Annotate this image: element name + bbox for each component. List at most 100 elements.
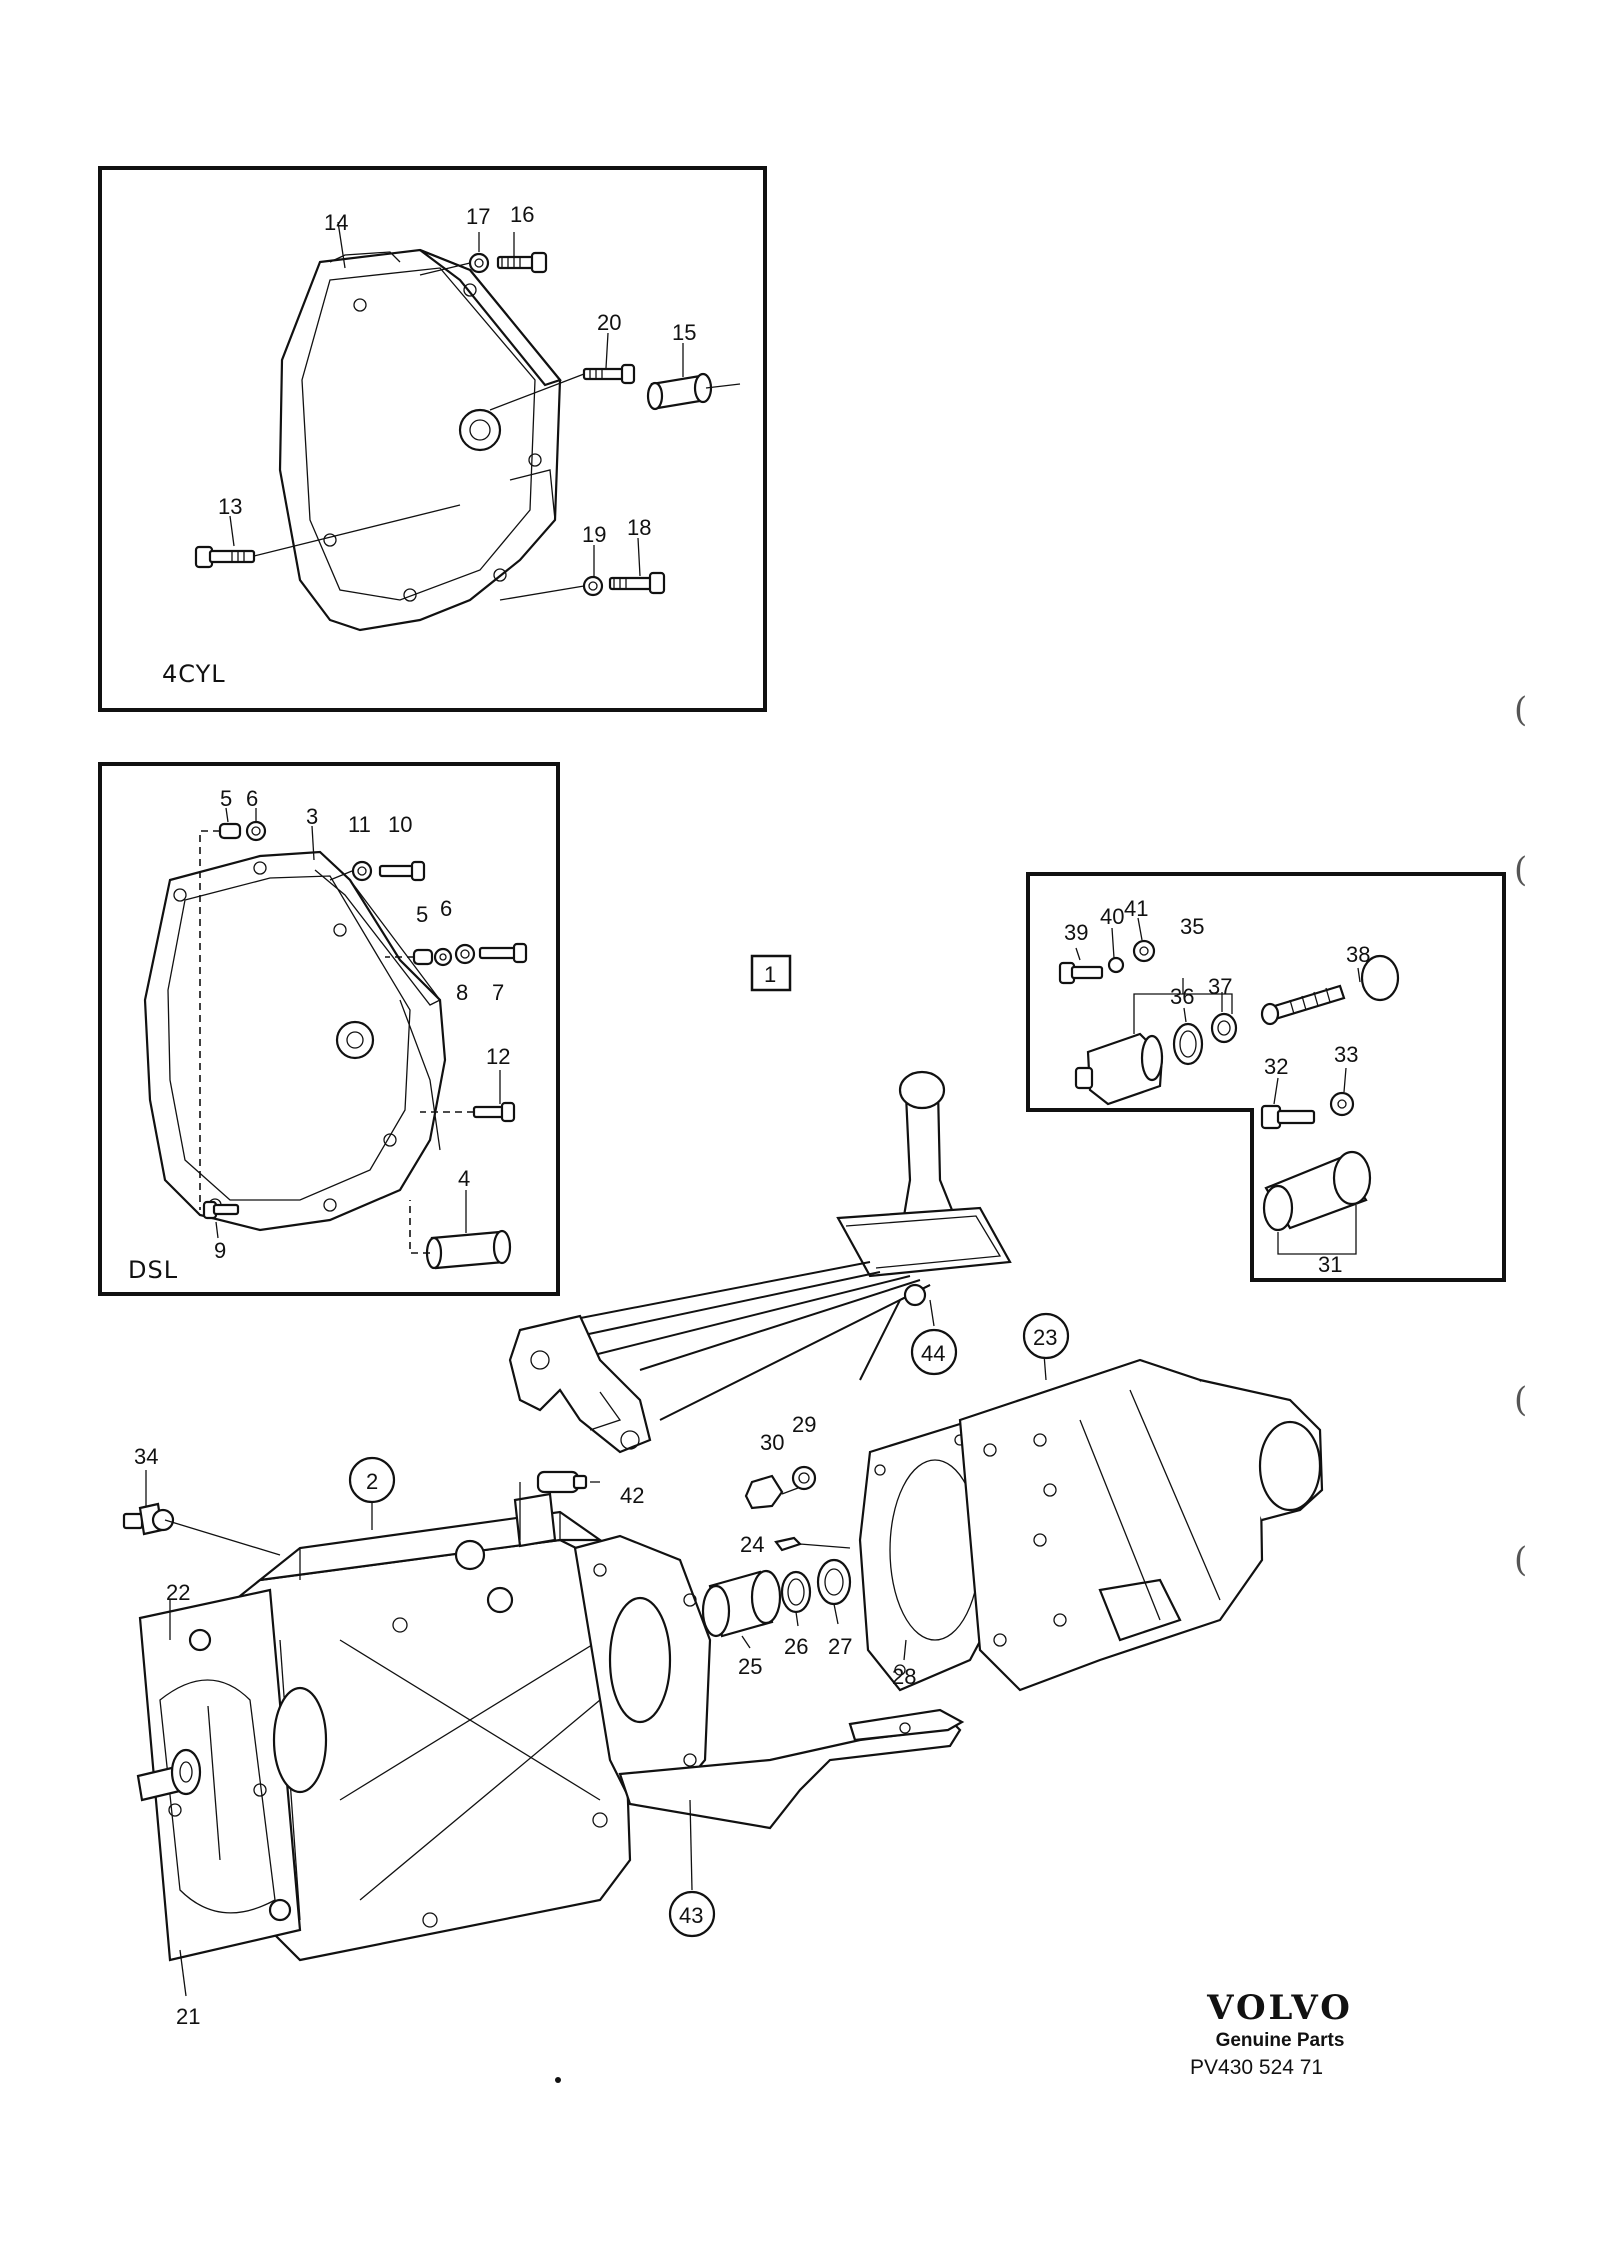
washer-6-top xyxy=(245,820,267,842)
label-43: 43 xyxy=(679,1903,703,1928)
label-40: 40 xyxy=(1100,904,1124,929)
bolt-10 xyxy=(378,860,426,882)
seal-27 xyxy=(816,1558,852,1606)
label-25: 25 xyxy=(738,1654,762,1679)
input-shaft-21 xyxy=(136,1686,328,1861)
label-20: 20 xyxy=(597,310,621,335)
pin-5-mid xyxy=(412,948,434,966)
gear-38 xyxy=(1260,954,1400,1026)
sleeve-31 xyxy=(1262,1150,1372,1232)
label-9: 9 xyxy=(214,1238,226,1263)
print-dot xyxy=(555,2077,561,2083)
washer-11 xyxy=(351,860,373,882)
label-23: 23 xyxy=(1033,1325,1057,1350)
label-16: 16 xyxy=(510,202,534,227)
label-3: 3 xyxy=(306,804,318,829)
bolt-12 xyxy=(472,1101,516,1123)
label-27: 27 xyxy=(828,1634,852,1659)
label-33: 33 xyxy=(1334,1042,1358,1067)
washer-6-mid xyxy=(433,947,453,967)
box-speedometer: 39 40 41 35 38 36 37 32 33 31 xyxy=(1026,872,1506,1282)
switch-42 xyxy=(536,1470,588,1494)
binder-mark-2: ( xyxy=(1514,850,1528,890)
label-10: 10 xyxy=(388,812,412,837)
bearing-25 xyxy=(701,1569,782,1638)
washer-40 xyxy=(1107,956,1125,974)
washer-41 xyxy=(1132,939,1156,963)
brand-block: VOLVO Genuine Parts PV430 524 71 xyxy=(1180,1988,1380,2080)
label-6-mid: 6 xyxy=(440,896,452,921)
washer-29 xyxy=(791,1465,817,1491)
label-18: 18 xyxy=(627,515,651,540)
main-assembly: 44 23 34 2 42 30 29 24 22 25 26 27 28 21… xyxy=(122,1070,1324,2029)
support-bracket-43 xyxy=(618,1708,965,1830)
group-marker: 1 xyxy=(750,954,792,992)
washer-19 xyxy=(582,575,604,597)
intermediate-housing xyxy=(573,1534,712,1802)
gasket-plate-22 xyxy=(138,1588,302,1962)
bolt-16 xyxy=(496,251,548,274)
bolt-39 xyxy=(1058,961,1104,985)
label-22: 22 xyxy=(166,1580,190,1605)
label-21: 21 xyxy=(176,2004,200,2029)
overdrive-unit-23 xyxy=(958,1358,1324,1692)
label-24: 24 xyxy=(740,1532,764,1557)
bushing-15 xyxy=(646,372,713,411)
label-31: 31 xyxy=(1318,1252,1342,1277)
label-8: 8 xyxy=(456,980,468,1005)
label-4: 4 xyxy=(458,1166,470,1191)
label-14: 14 xyxy=(324,210,348,235)
bolt-9 xyxy=(202,1200,240,1220)
label-38: 38 xyxy=(1346,942,1370,967)
label-39: 39 xyxy=(1064,920,1088,945)
volvo-logo: VOLVO xyxy=(1207,1988,1353,2028)
gearbox-housing-2 xyxy=(208,1492,632,1962)
pin-5-top xyxy=(218,822,242,840)
ring-26 xyxy=(780,1570,812,1614)
key-24 xyxy=(774,1536,803,1552)
box-dsl: 5 6 3 11 10 5 6 8 7 12 4 9 DSL xyxy=(98,762,560,1296)
bolt-32 xyxy=(1260,1104,1316,1130)
part-code: PV430 524 71 xyxy=(1190,2056,1324,2079)
label-19: 19 xyxy=(582,522,606,547)
washer-8 xyxy=(454,943,476,965)
label-44: 44 xyxy=(921,1341,945,1366)
nut-30 xyxy=(744,1474,784,1510)
label-2: 2 xyxy=(366,1469,378,1494)
group-marker-label: 1 xyxy=(764,962,776,987)
bushing-4 xyxy=(425,1229,512,1270)
clutch-housing-dsl xyxy=(143,850,447,1232)
callout-44 xyxy=(910,1328,958,1376)
housing-35 xyxy=(1074,1032,1164,1106)
washer-33 xyxy=(1329,1091,1355,1117)
binder-mark-1: ( xyxy=(1514,690,1528,730)
label-15: 15 xyxy=(672,320,696,345)
bolt-13 xyxy=(194,545,256,569)
label-29: 29 xyxy=(792,1412,816,1437)
clutch-housing-4cyl xyxy=(278,248,562,632)
label-12: 12 xyxy=(486,1044,510,1069)
gear-shift-lever-44 xyxy=(508,1070,1012,1454)
label-13: 13 xyxy=(218,494,242,519)
callout-23 xyxy=(1022,1312,1070,1360)
label-42: 42 xyxy=(620,1483,644,1508)
label-36: 36 xyxy=(1170,984,1194,1009)
box-4cyl: 14 17 16 20 15 13 19 18 4CYL xyxy=(98,166,767,712)
binder-mark-4: ( xyxy=(1514,1540,1528,1580)
box-dsl-frame xyxy=(98,762,560,1296)
label-17: 17 xyxy=(466,204,490,229)
box-4cyl-title: 4CYL xyxy=(162,660,226,688)
label-6-top: 6 xyxy=(246,786,258,811)
label-5-mid: 5 xyxy=(416,902,428,927)
ring-36 xyxy=(1172,1022,1204,1066)
label-26: 26 xyxy=(784,1634,808,1659)
box-dsl-title: DSL xyxy=(128,1256,178,1284)
label-34: 34 xyxy=(134,1444,158,1469)
callout-43 xyxy=(668,1890,716,1938)
bolt-20 xyxy=(582,363,636,385)
label-28: 28 xyxy=(892,1664,916,1689)
binder-mark-3: ( xyxy=(1514,1380,1528,1420)
label-30: 30 xyxy=(760,1430,784,1455)
label-11: 11 xyxy=(348,812,371,837)
bolt-7 xyxy=(478,942,528,964)
